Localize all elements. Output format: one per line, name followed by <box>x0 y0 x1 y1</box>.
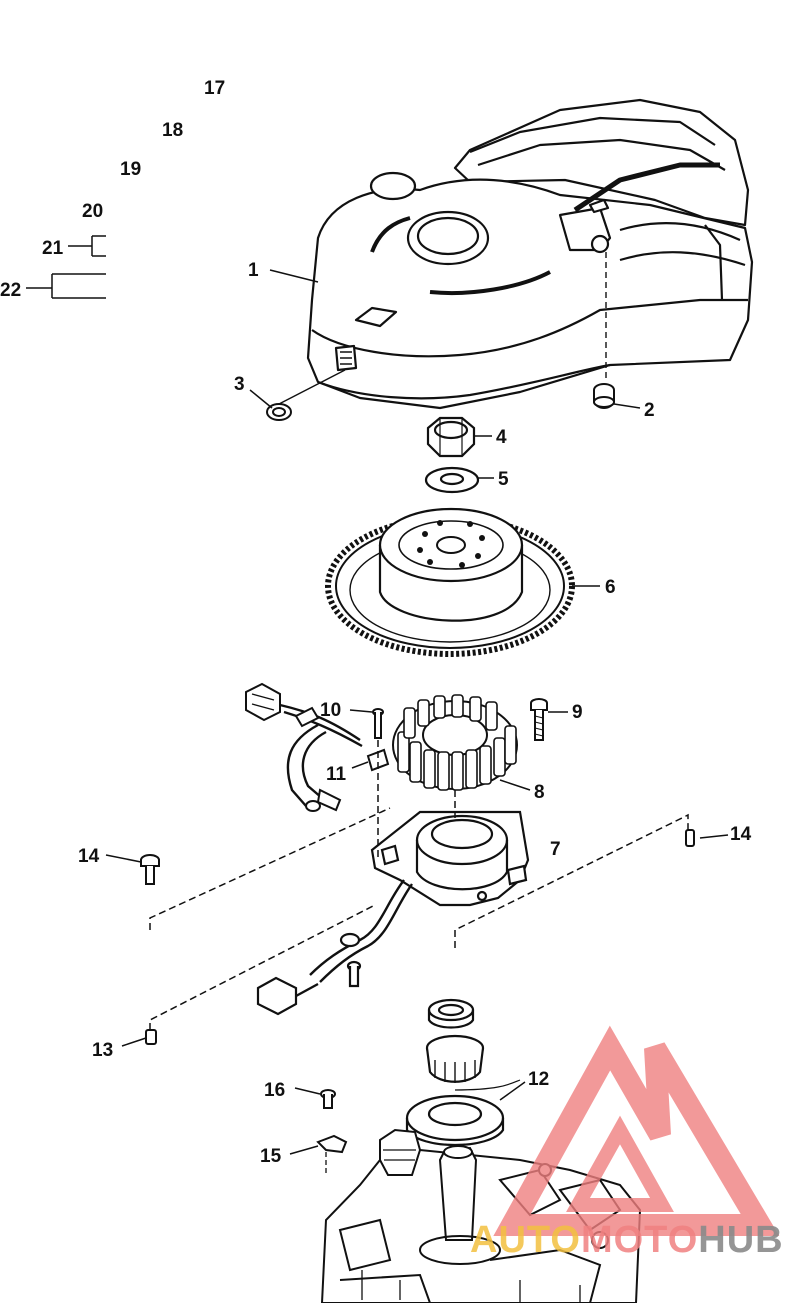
part-12-collar <box>405 998 521 1146</box>
flywheel-cover <box>306 98 754 410</box>
watermark-hub: HUB <box>698 1219 783 1261</box>
part-3-grommet <box>266 369 346 421</box>
callout-3: 3 <box>234 374 245 395</box>
callout-14-right: 14 <box>730 824 752 845</box>
callout-4: 4 <box>496 427 507 448</box>
watermark-inner-triangle-icon <box>566 1115 674 1212</box>
callout-20: 20 <box>82 201 103 222</box>
part-14-screw-left <box>140 854 160 885</box>
part-7-stator-plate <box>256 810 530 1016</box>
watermark-wordmark: AUTOMOTOHUB <box>470 1219 784 1261</box>
callout-9: 9 <box>572 702 583 723</box>
callout-2: 2 <box>644 400 655 421</box>
callout-15: 15 <box>260 1146 282 1167</box>
callout-18: 18 <box>162 120 183 141</box>
alignment-lines <box>149 740 689 1030</box>
part-14-pin-right <box>685 829 695 847</box>
callout-21: 21 <box>42 238 64 259</box>
part-8-stator <box>392 694 518 791</box>
watermark-logo <box>493 1025 780 1236</box>
part-4-nut <box>426 416 476 458</box>
callout-19: 19 <box>120 159 141 180</box>
callout-8: 8 <box>534 782 545 803</box>
callout-16: 16 <box>264 1080 285 1101</box>
callout-1: 1 <box>248 260 259 281</box>
callout-17: 17 <box>204 78 225 99</box>
callout-12: 12 <box>528 1069 549 1090</box>
powerhead-block <box>320 1128 642 1303</box>
callout-13: 13 <box>92 1040 113 1061</box>
watermark-triangle-icon <box>493 1025 780 1236</box>
callout-14-left: 14 <box>78 846 100 867</box>
callout-5: 5 <box>498 469 509 490</box>
part-16-screw <box>320 1089 336 1109</box>
callout-6: 6 <box>605 577 616 598</box>
part-9-screw <box>530 698 548 741</box>
part-10-screw <box>372 708 384 739</box>
callout-7: 7 <box>550 839 561 860</box>
part-13-pin <box>145 1029 157 1045</box>
watermark-moto: MOTO <box>581 1219 698 1261</box>
part-15-clamp <box>316 1134 348 1176</box>
part-5-washer <box>424 466 480 494</box>
part-2-grommet <box>593 383 615 409</box>
callout-labels: 1 2 3 4 5 6 7 8 9 10 11 12 13 14 14 15 1… <box>0 78 752 1167</box>
leader-lines <box>26 235 729 1155</box>
callout-11: 11 <box>326 764 347 785</box>
watermark-auto: AUTO <box>470 1219 581 1261</box>
stator-harness <box>245 682 363 812</box>
callout-22: 22 <box>0 280 21 301</box>
part-6-flywheel <box>325 507 575 657</box>
callout-10: 10 <box>320 700 341 721</box>
